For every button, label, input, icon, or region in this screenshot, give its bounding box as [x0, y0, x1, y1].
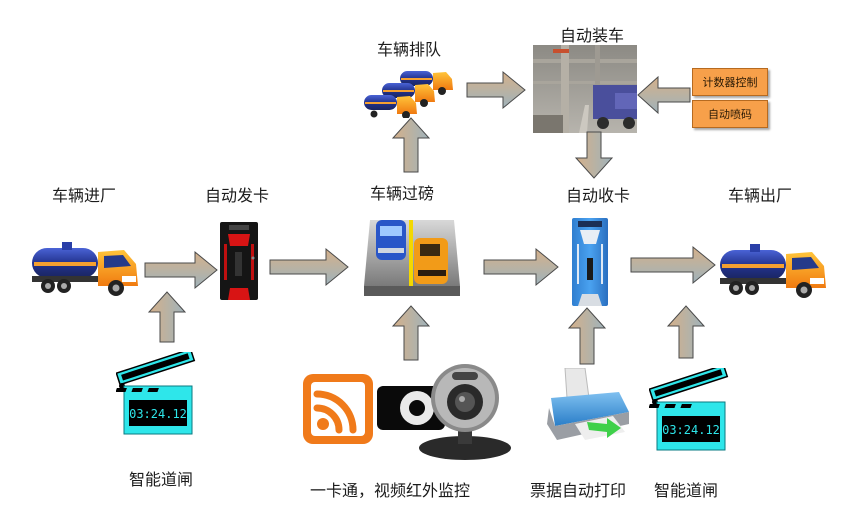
stage-label-vehicle-queue: 车辆排队 — [377, 40, 442, 59]
ticket-printer-icon — [547, 368, 629, 440]
arrow-loading-to-collect — [574, 131, 614, 179]
arrow-issue-to-weigh — [269, 247, 349, 287]
stage-label-vehicle-weighing: 车辆过磅 — [370, 184, 435, 203]
gate-left-clapper-icon: 03:24.12 — [116, 352, 196, 435]
arrow-queue-to-loading — [466, 70, 526, 110]
stage-label-vehicle-enter: 车辆进厂 — [52, 186, 117, 205]
arrow-gate-to-exit — [666, 305, 706, 359]
gate-right-clapper-icon: 03:24.12 — [649, 368, 729, 451]
arrow-video-to-weigh — [391, 305, 431, 361]
webcam-icon — [419, 364, 511, 460]
arrow-collect-to-exit — [630, 245, 716, 285]
stage-label-auto-loading: 自动装车 — [560, 26, 625, 45]
tag-counter-control: 计数器控制 — [692, 68, 768, 96]
stage-label-auto-card-issue: 自动发卡 — [205, 186, 270, 205]
bottom-label-ticket-print: 票据自动打印 — [530, 481, 627, 500]
bottom-label-gate-left: 智能道闸 — [129, 470, 194, 489]
gate-left-clapper-time: 03:24.12 — [129, 407, 187, 421]
stage-label-vehicle-exit: 车辆出厂 — [728, 186, 793, 205]
truck-exit-icon — [720, 244, 826, 298]
arrow-gate-to-issue — [147, 291, 187, 343]
stage-label-auto-card-collect: 自动收卡 — [566, 186, 631, 205]
truck-enter-icon — [32, 242, 138, 296]
tag-auto-spray-code: 自动喷码 — [692, 100, 768, 128]
rss-card-icon — [303, 374, 373, 444]
arrow-print-to-collect — [567, 307, 607, 365]
arrow-tags-to-loading — [637, 75, 691, 115]
vehicle-scale-icon — [364, 220, 460, 296]
arrow-weigh-to-collect — [483, 247, 559, 287]
gate-right-clapper-time: 03:24.12 — [662, 423, 720, 437]
truck-queue-icon — [364, 71, 453, 118]
arrow-enter-to-issue — [144, 250, 218, 290]
card-collector-machine-icon — [572, 218, 608, 306]
card-reader-device-icon — [377, 386, 445, 430]
arrow-weigh-to-queue — [391, 117, 431, 173]
bottom-label-gate-right: 智能道闸 — [654, 481, 719, 500]
card-issuer-machine-icon — [220, 222, 258, 300]
auto-loading-photo — [533, 45, 637, 133]
bottom-label-card-video: 一卡通，视频红外监控 — [310, 481, 471, 500]
